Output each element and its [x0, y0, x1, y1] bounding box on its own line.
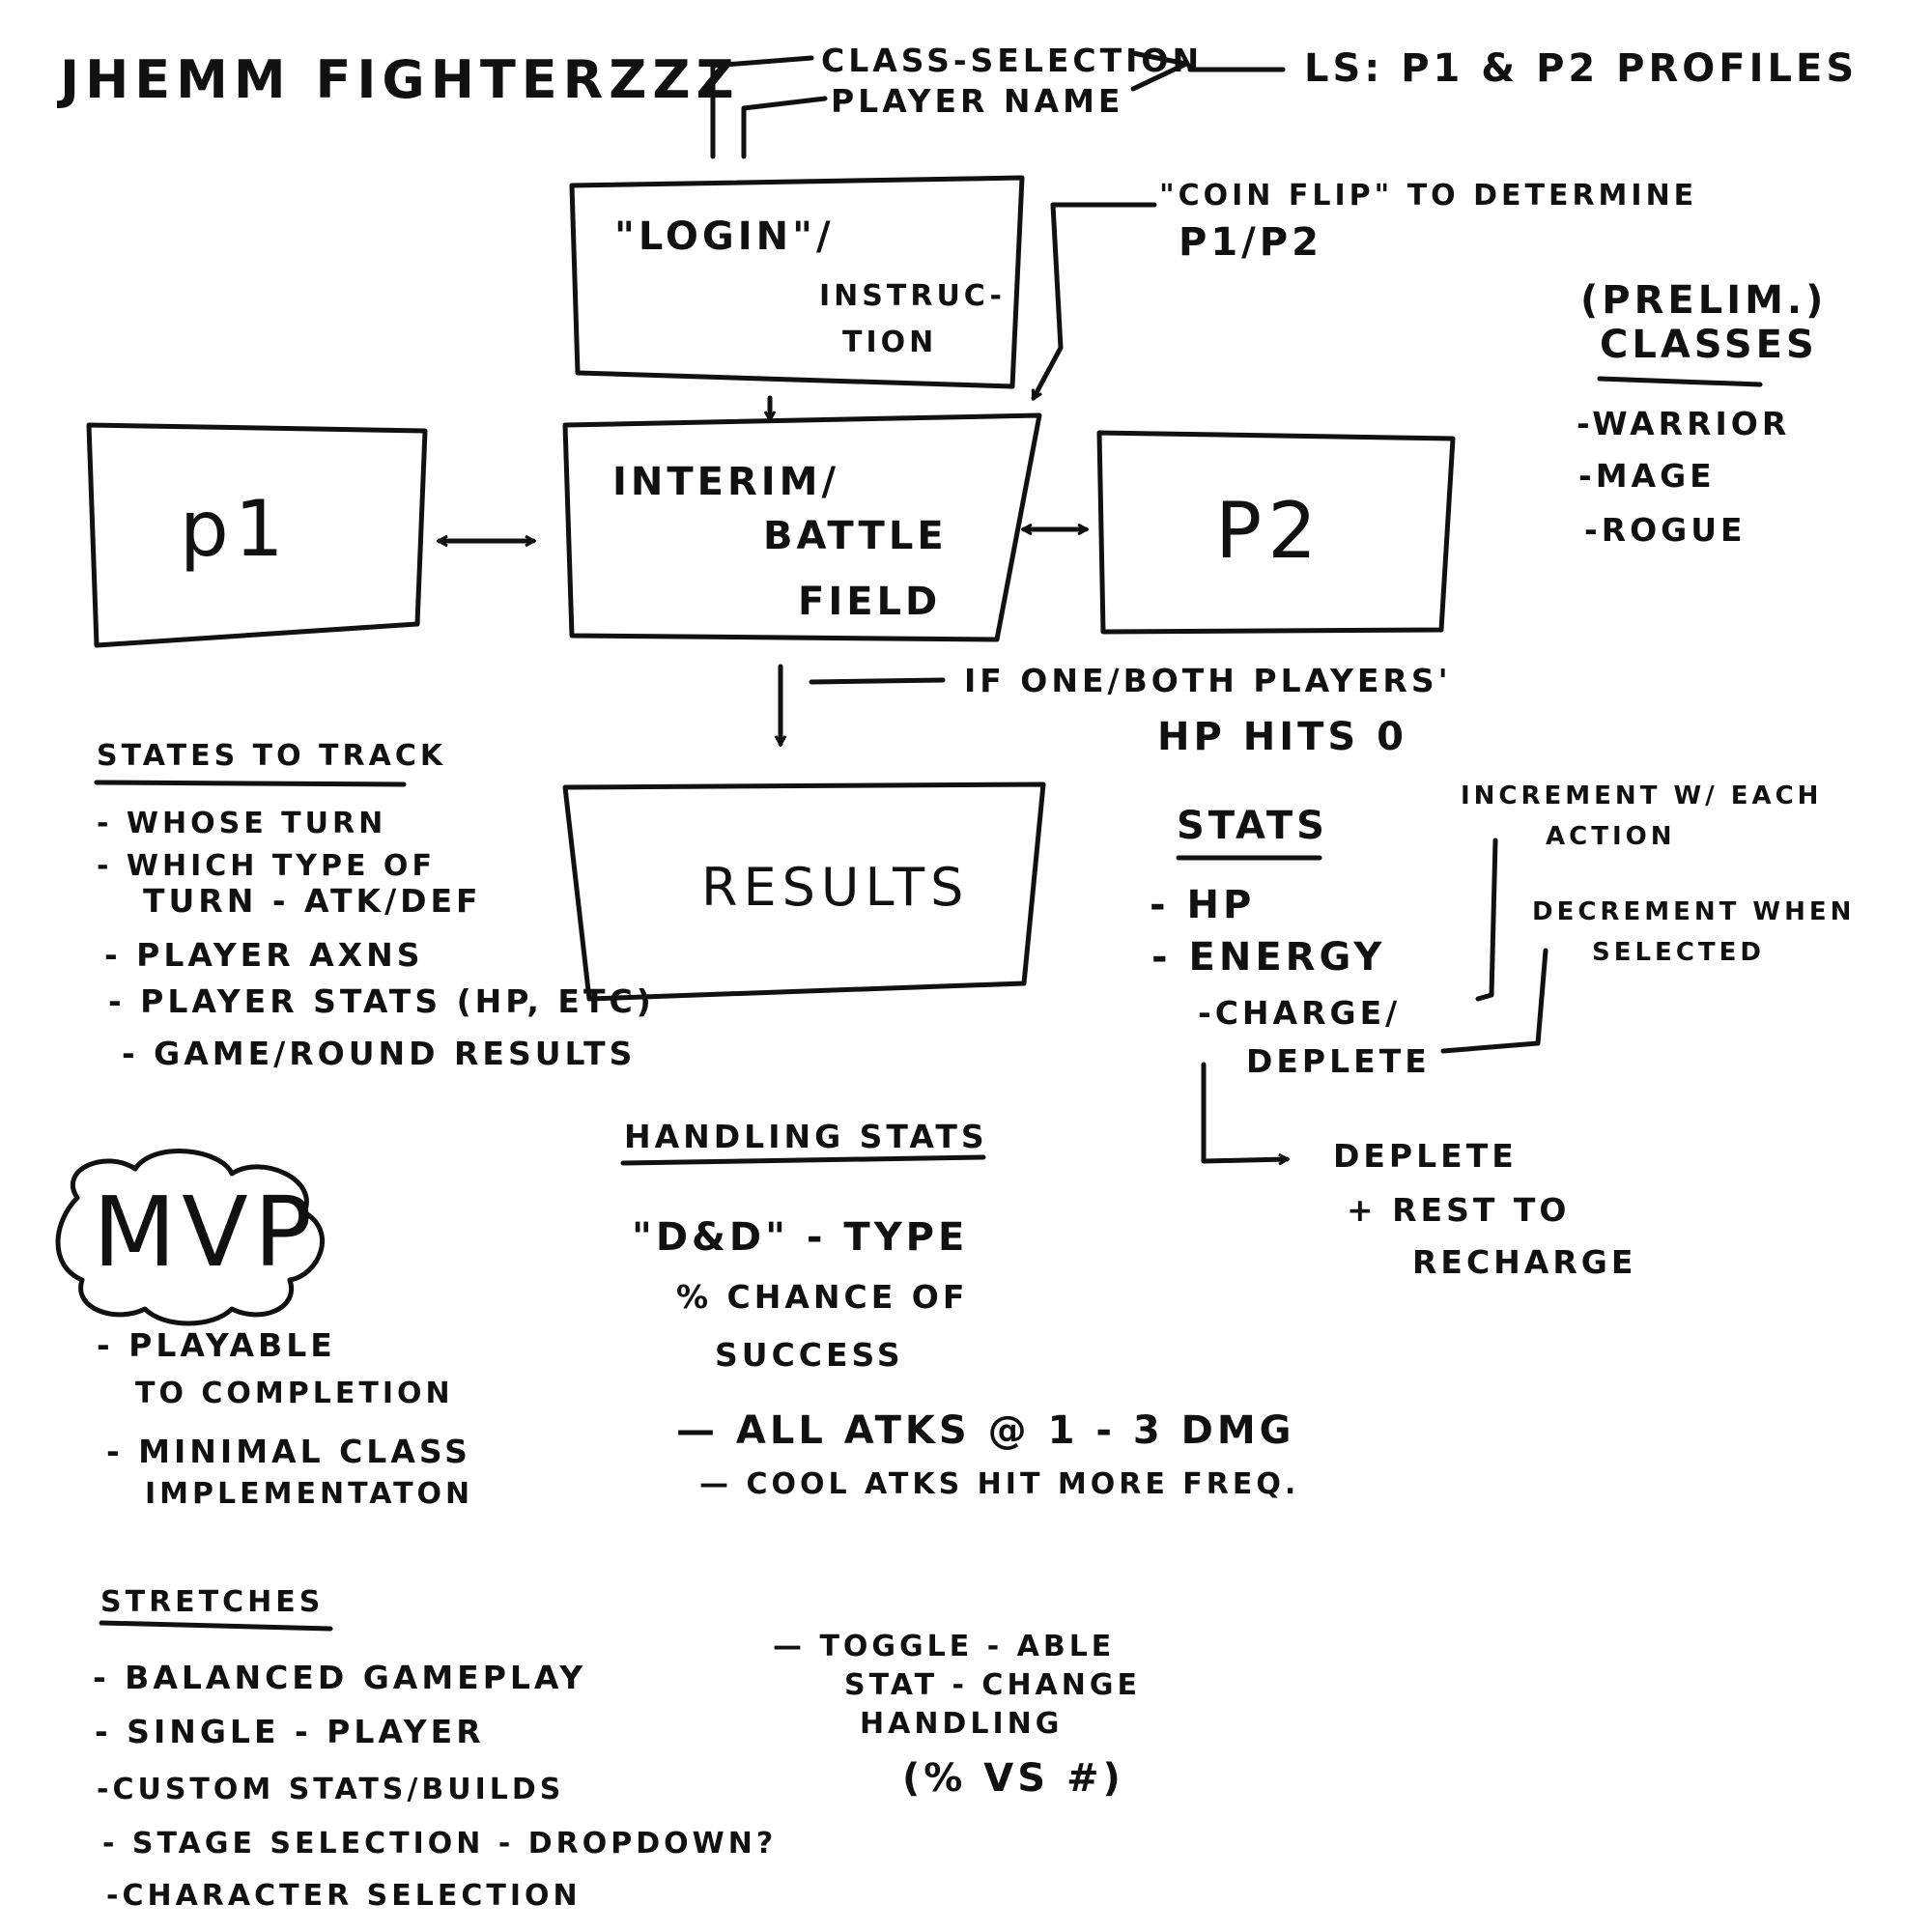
stat-deplete: Deplete — [1246, 1042, 1431, 1080]
login-label: "Login"/ — [614, 214, 835, 259]
states-item: - Whose turn — [97, 807, 387, 840]
classes-heading-1: (Prelim.) — [1580, 278, 1828, 323]
interim-label: Interim/ — [612, 460, 840, 504]
mvp-item: to completion — [135, 1377, 454, 1410]
results-label: Results — [701, 857, 970, 918]
classes-heading-2: Classes — [1600, 323, 1818, 367]
player-name-note: Player name — [831, 82, 1124, 120]
stat-energy: - Energy — [1151, 935, 1386, 980]
interim-box — [562, 412, 1042, 642]
stretch-item: - Stage selection - dropdown? — [102, 1827, 778, 1861]
p2-box — [1096, 430, 1456, 635]
stretch-item: - Single - player — [95, 1713, 485, 1750]
states-item: - Player stats (HP, etc) — [108, 982, 655, 1020]
results-box — [562, 781, 1046, 1002]
coin-flip-note: "Coin flip" to determine — [1159, 179, 1698, 213]
increment-note-2: action — [1546, 822, 1676, 851]
page-title: Jhemm Fighterzzz — [60, 49, 740, 110]
hp-condition-line-1: If one/both players' — [964, 662, 1452, 699]
instruction-label-1: Instruc- — [819, 279, 1006, 313]
field-label: Field — [798, 580, 942, 624]
class-item: -Mage — [1578, 457, 1716, 495]
rest-note-3: Recharge — [1412, 1243, 1637, 1281]
rest-note-2: + Rest to — [1347, 1191, 1571, 1229]
login-box — [569, 175, 1025, 389]
class-item: -Rogue — [1584, 511, 1747, 549]
stretch-item: -Custom stats/builds — [97, 1773, 565, 1806]
p1-label: p1 — [180, 484, 290, 574]
ls-profiles-note: LS: P1 & P2 profiles — [1304, 46, 1859, 91]
p1-box — [86, 422, 428, 648]
handling-line-1: "D&D" - type — [632, 1215, 969, 1260]
handling-atk-1: — All ATKs @ 1 - 3 DMG — [676, 1408, 1295, 1453]
toggle-note-3: handling — [860, 1707, 1064, 1741]
p2-label: P2 — [1215, 486, 1323, 576]
handling-line-3: success — [715, 1336, 904, 1374]
stats-heading: Stats — [1177, 804, 1328, 848]
handling-heading: Handling stats — [624, 1118, 988, 1155]
toggle-note-2: stat - change — [844, 1668, 1141, 1702]
instruction-label-2: tion — [842, 326, 938, 359]
decrement-note-1: Decrement when — [1532, 897, 1856, 926]
rest-note-1: Deplete — [1333, 1137, 1518, 1175]
states-item: - Game/Round results — [122, 1035, 637, 1072]
stat-charge: -Charge/ — [1198, 994, 1402, 1032]
class-item: -Warrior — [1577, 405, 1791, 442]
handling-line-2: % chance of — [676, 1278, 969, 1316]
toggle-note-4: (% vs #) — [902, 1756, 1124, 1801]
mvp-item: implementaton — [145, 1477, 474, 1511]
coin-flip-players: P1/P2 — [1179, 220, 1322, 265]
mvp-item: - Playable — [97, 1326, 336, 1364]
mvp-label: MVP — [93, 1176, 318, 1289]
states-item: - Player axns — [104, 936, 424, 974]
stretches-heading: Stretches — [100, 1585, 325, 1619]
states-heading: States to track — [97, 739, 447, 773]
stretch-item: - Balanced gameplay — [93, 1659, 587, 1696]
decrement-note-2: selected — [1592, 938, 1765, 967]
states-item: - Which type of — [97, 849, 436, 883]
hp-condition-line-2: HP hits 0 — [1157, 715, 1407, 759]
increment-note-1: Increment w/ each — [1461, 781, 1823, 810]
toggle-note-1: — Toggle - able — [773, 1630, 1116, 1663]
handling-atk-2: — Cool ATKs hit more freq. — [699, 1467, 1300, 1501]
states-item: turn - ATK/DEF — [143, 882, 482, 920]
mvp-item: - Minimal class — [106, 1433, 471, 1470]
battle-label: Battle — [763, 514, 948, 558]
stretch-item: -Character selection — [106, 1879, 582, 1913]
mvp-cloud — [55, 1149, 326, 1326]
class-selection-note: Class-selection — [821, 42, 1204, 79]
stat-hp: - HP — [1150, 883, 1256, 927]
